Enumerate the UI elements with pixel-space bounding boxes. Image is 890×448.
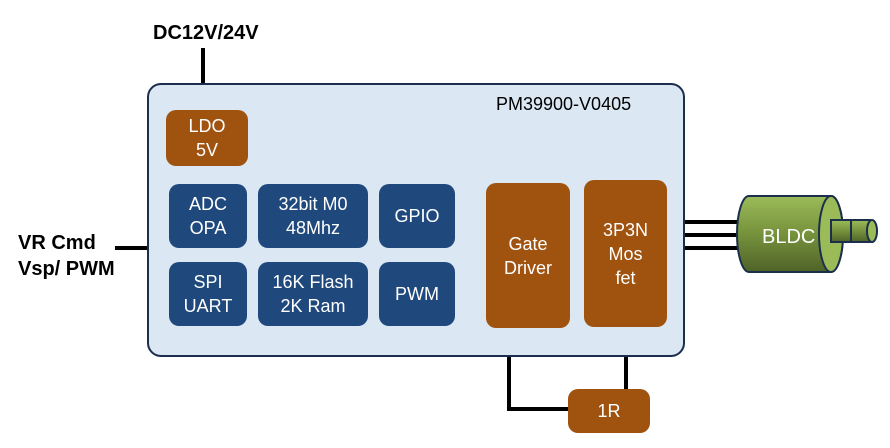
gpio-block: GPIO: [379, 184, 455, 248]
pwm-line1: PWM: [395, 284, 439, 304]
motor-phase-wire-3: [685, 246, 749, 250]
resistor-line1: 1R: [597, 401, 621, 421]
memory-line1: 16K Flash: [272, 272, 354, 292]
command-input-label: VR Cmd Vsp/ PWM: [18, 230, 115, 282]
ground-wire-left-vertical: [507, 355, 511, 411]
motor-shaft-front: [830, 219, 852, 243]
adc-opa-block: ADC OPA: [169, 184, 247, 248]
motor-phase-wire-1: [685, 220, 749, 224]
adc-line2: OPA: [189, 218, 227, 238]
gpio-line1: GPIO: [394, 206, 440, 226]
gate-driver-line1: Gate: [508, 233, 548, 254]
adc-line1: ADC: [188, 194, 227, 214]
memory-block: 16K Flash 2K Ram: [258, 262, 368, 326]
mosfet-to-resistor-wire: [624, 325, 628, 389]
chip-name-label: PM39900-V0405: [496, 94, 632, 114]
command-input-line1: VR Cmd: [18, 232, 96, 254]
mosfet-block: 3P3N Mos fet: [584, 180, 667, 327]
cpu-line1: 32bit M0: [278, 194, 348, 214]
resistor-block: 1R: [568, 389, 650, 433]
spi-line2: UART: [183, 296, 233, 316]
memory-line2: 2K Ram: [280, 296, 346, 316]
power-wire: [201, 48, 205, 110]
command-input-line2: Vsp/ PWM: [18, 258, 115, 280]
cpu-line2: 48Mhz: [285, 218, 341, 238]
spi-line1: SPI: [193, 272, 223, 292]
ground-wire-bottom: [507, 407, 569, 411]
ldo-block: LDO 5V: [166, 110, 248, 166]
motor-phase-wire-2: [685, 233, 749, 237]
mosfet-line2: Mos: [608, 243, 643, 264]
gate-driver-block: Gate Driver: [486, 183, 570, 328]
mosfet-line3: fet: [615, 267, 636, 288]
spi-uart-block: SPI UART: [169, 262, 247, 326]
motor-label: BLDC: [762, 226, 816, 248]
ldo-line2: 5V: [195, 140, 219, 160]
gate-driver-line2: Driver: [504, 257, 552, 278]
cpu-block: 32bit M0 48Mhz: [258, 184, 368, 248]
command-wire: [115, 246, 168, 250]
mosfet-line1: 3P3N: [602, 219, 649, 240]
pwm-block: PWM: [379, 262, 455, 326]
motor-shaft-end: [866, 219, 878, 243]
bldc-motor-icon: [736, 195, 878, 273]
power-input-label: DC12V/24V: [153, 22, 259, 44]
ldo-line1: LDO: [188, 116, 226, 136]
